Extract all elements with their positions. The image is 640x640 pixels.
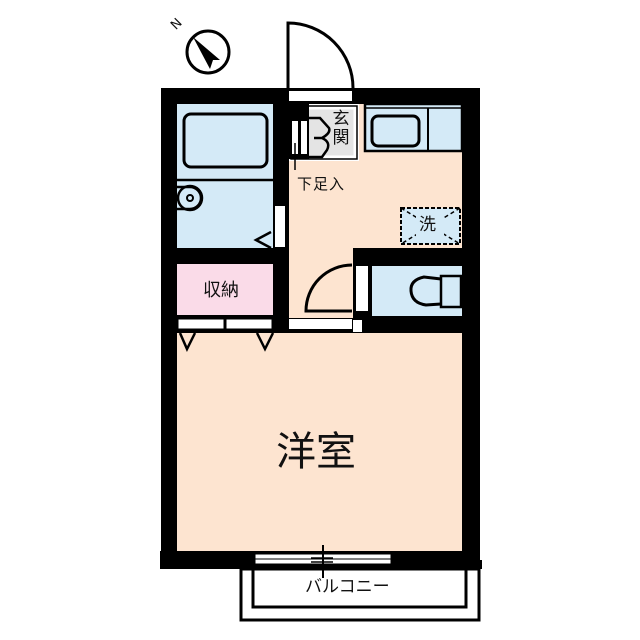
closet-door-right[interactable]	[225, 318, 273, 330]
toilet-door-swing	[304, 263, 353, 313]
entrance-label-line2: 関	[332, 128, 350, 148]
balcony-label: バルコニー	[305, 577, 390, 597]
shoe-storage-label: 下足入	[297, 175, 346, 193]
bathroom-door[interactable]	[275, 206, 285, 247]
storage-closet	[177, 264, 273, 315]
compass-icon	[185, 29, 231, 75]
kitchen-counter	[363, 102, 464, 153]
closet-door-left[interactable]	[177, 318, 225, 330]
toilet-tank	[439, 274, 463, 309]
entrance-label: 玄 関	[331, 111, 351, 147]
entrance-door-frame	[289, 91, 352, 101]
bathroom	[177, 104, 273, 248]
bathtub	[182, 112, 269, 169]
storage-label: 収納	[203, 280, 239, 301]
entrance-label-line1: 玄	[332, 109, 350, 129]
kitchen-sink	[370, 114, 421, 148]
toilet-bowl	[409, 275, 442, 307]
toilet-door[interactable]	[356, 266, 368, 311]
entrance-door-swing[interactable]	[286, 21, 355, 89]
living-room-floor	[177, 333, 462, 551]
living-room-label: 洋室	[276, 429, 356, 475]
bath-door-swing	[253, 230, 272, 250]
washer-label: 洗	[419, 215, 436, 235]
